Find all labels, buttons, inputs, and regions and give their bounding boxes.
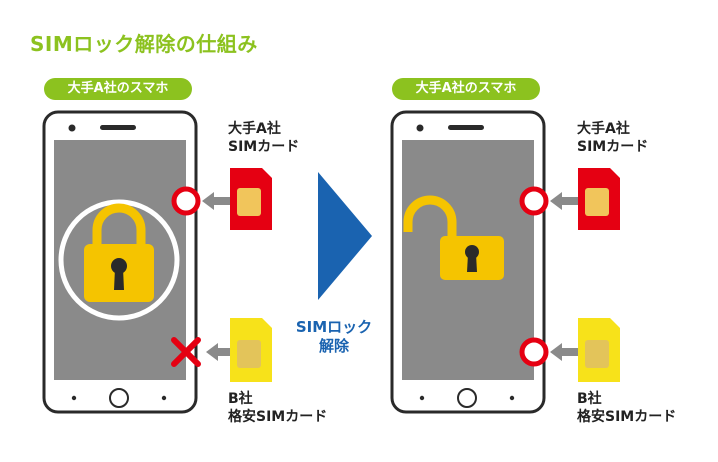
unlock-label-line1: SIMロック — [295, 318, 373, 336]
unlock-label: SIMロック 解除 — [286, 318, 382, 356]
right-bottom-sim-slot — [519, 337, 580, 367]
left-bottom-sim-carrier: B社 — [228, 391, 253, 407]
insert-arrow-icon — [550, 343, 580, 361]
right-bottom-sim-type: 格安SIMカード — [577, 409, 677, 425]
right-phone-home-button — [457, 388, 477, 408]
reject-x-icon — [171, 337, 201, 367]
unlock-label-line2: 解除 — [318, 337, 349, 355]
left-phone-home-button — [109, 388, 129, 408]
right-top-sim-slot — [519, 186, 580, 216]
insert-arrow-icon — [550, 192, 580, 210]
right-panel-header: 大手A社のスマホ — [392, 78, 540, 100]
left-bottom-sim-label: B社 格安SIMカード — [228, 390, 327, 426]
left-phone-camera — [68, 124, 76, 132]
left-bottom-sim-slot — [171, 337, 234, 367]
slot-ring-icon — [519, 337, 549, 367]
right-top-sim-type: SIMカード — [577, 139, 649, 155]
left-top-sim-label: 大手A社 SIMカード — [228, 120, 299, 156]
slot-ring-icon — [519, 186, 549, 216]
slot-ring-icon — [171, 186, 201, 216]
right-top-sim-carrier: 大手A社 — [577, 121, 630, 137]
locked-padlock-icon — [58, 199, 180, 321]
left-bottom-sim-type: 格安SIMカード — [228, 409, 328, 425]
right-phone-camera — [416, 124, 424, 132]
right-yellow-sim-card-icon — [578, 318, 620, 382]
left-phone-speaker — [100, 125, 136, 130]
right-bottom-sim-carrier: B社 — [577, 391, 602, 407]
unlock-direction-arrow-icon — [318, 172, 372, 300]
left-top-sim-type: SIMカード — [228, 139, 300, 155]
insert-arrow-icon — [202, 192, 234, 210]
insert-arrow-icon — [206, 343, 234, 361]
right-bottom-sim-label: B社 格安SIMカード — [577, 390, 676, 426]
diagram-title: SIMロック解除の仕組み — [30, 32, 258, 56]
unlocked-padlock-icon — [403, 195, 504, 280]
right-top-sim-label: 大手A社 SIMカード — [577, 120, 648, 156]
left-yellow-sim-card-icon — [230, 318, 272, 382]
right-red-sim-card-icon — [578, 168, 620, 230]
left-panel-header: 大手A社のスマホ — [44, 78, 192, 100]
left-red-sim-card-icon — [230, 168, 272, 230]
left-top-sim-carrier: 大手A社 — [228, 121, 281, 137]
right-phone-speaker — [448, 125, 484, 130]
left-top-sim-slot — [171, 186, 234, 216]
